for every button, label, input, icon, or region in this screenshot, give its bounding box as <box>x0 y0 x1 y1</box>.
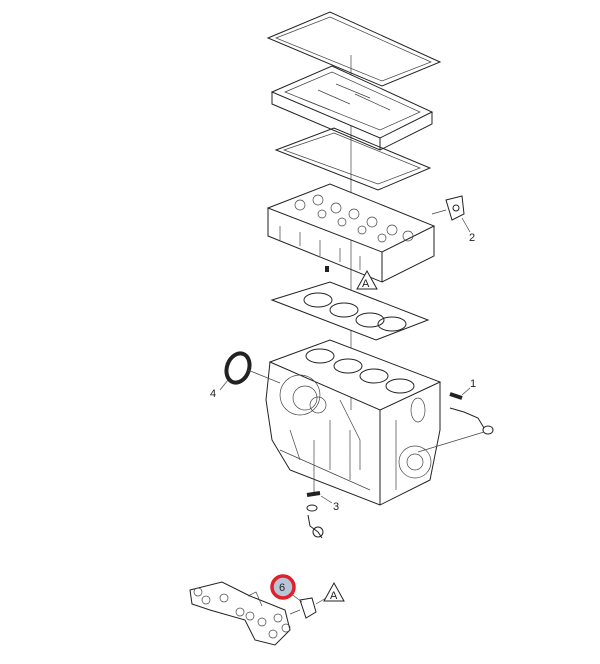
cam-cover-gasket[interactable] <box>274 127 432 191</box>
callout-6[interactable]: 6 <box>279 582 285 594</box>
lower-assembly[interactable] <box>189 581 327 646</box>
part-4-seal[interactable] <box>219 350 281 391</box>
valve-cover-gasket[interactable] <box>266 11 442 87</box>
callout-4[interactable]: 4 <box>210 388 216 400</box>
reference-a-lower: A <box>323 581 345 602</box>
part-1-pipe[interactable] <box>417 387 494 453</box>
reference-a-upper: A <box>356 269 378 290</box>
engine-block[interactable] <box>265 339 442 506</box>
cylinder-head[interactable] <box>266 183 436 283</box>
reference-a-label: A <box>330 590 338 602</box>
part-3-fitting[interactable] <box>306 440 333 539</box>
callout-2[interactable]: 2 <box>469 232 475 244</box>
reference-a-label: A <box>362 278 370 290</box>
callout-6-highlighted[interactable]: 6 <box>270 574 296 600</box>
camshaft-cover[interactable] <box>270 65 434 151</box>
part-2-bracket[interactable] <box>431 195 471 233</box>
callout-3[interactable]: 3 <box>333 501 339 513</box>
cylinder-head-gasket[interactable] <box>270 281 430 341</box>
callout-1[interactable]: 1 <box>470 378 476 390</box>
